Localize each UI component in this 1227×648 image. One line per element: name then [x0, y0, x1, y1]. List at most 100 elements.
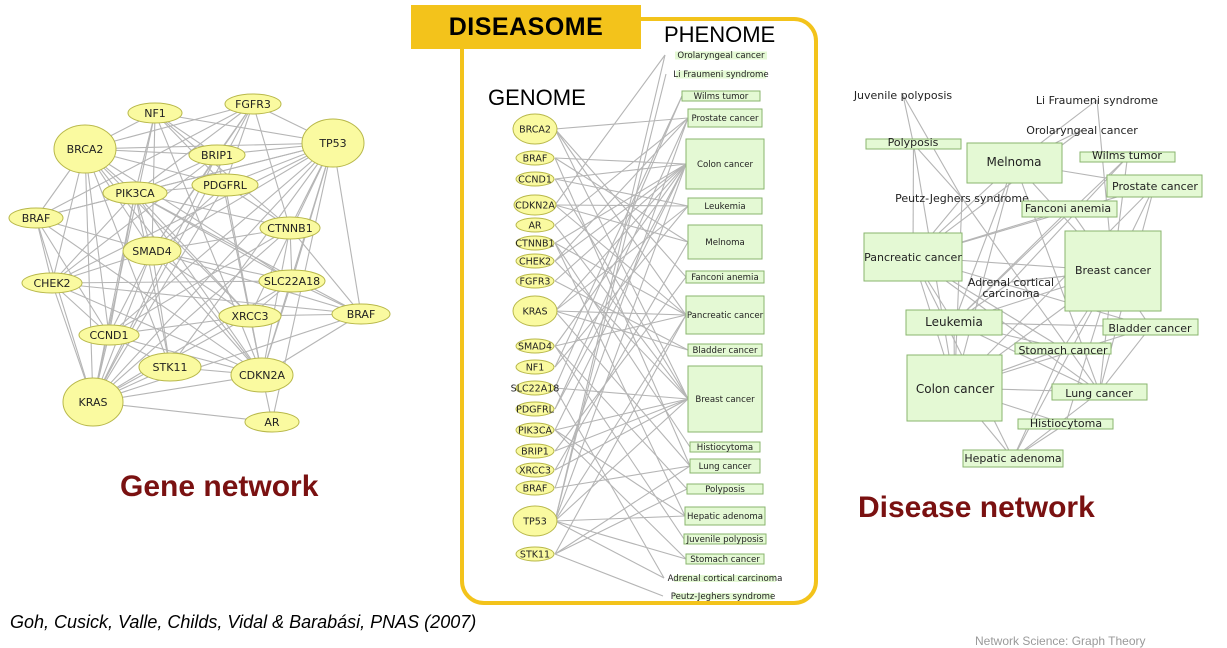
disease-node-peutz: Peutz-Jeghers syndrome	[895, 192, 1029, 205]
gene-edge	[151, 154, 218, 252]
bipartite-edge	[554, 520, 665, 579]
phenome-node-histiocytoma: Histiocytoma	[689, 441, 761, 453]
gene-node-ctnnb1: CTNNB1	[259, 216, 321, 240]
gene-edge	[151, 112, 156, 252]
footer-text: Network Science: Graph Theory	[975, 634, 1146, 648]
phenome-node-label: Prostate cancer	[691, 114, 759, 124]
disease-node-histiocytoma: Histiocytoma	[1017, 417, 1114, 430]
disease-edge	[953, 208, 1070, 323]
bipartite-edge	[554, 242, 691, 448]
gene-node-pik3ca: PIK3CA	[102, 181, 168, 205]
phenome-node-lung: Lung cancer	[689, 458, 761, 474]
bipartite-edge	[554, 163, 687, 262]
genome-node-braf2: BRAF	[515, 480, 555, 496]
disease-node-label: Histiocytoma	[1030, 417, 1102, 430]
genome-node-ctnnb1: CTNNB1	[515, 235, 555, 251]
disease-node-label: Orolaryngeal cancer	[1026, 124, 1138, 137]
genome-node-pik3ca: PIK3CA	[515, 422, 555, 438]
bipartite-edge	[554, 163, 687, 431]
genome-title: GENOME	[488, 85, 586, 110]
bipartite-edge	[554, 280, 689, 351]
genome-node-label: CDKN2A	[515, 201, 555, 212]
gene-edge	[151, 250, 171, 368]
genome-node-label: BRIP1	[521, 447, 549, 458]
bipartite-edge	[554, 276, 687, 452]
phenome-node-leukemia: Leukemia	[687, 197, 763, 215]
genome-node-label: SLC22A18	[511, 384, 560, 395]
bipartite-edge	[554, 95, 683, 368]
genome-node-label: AR	[528, 221, 541, 232]
gene-node-braf1: BRAF	[8, 207, 64, 229]
phenome-node-label: Stomach cancer	[690, 555, 760, 565]
gene-node-label: XRCC3	[232, 310, 269, 323]
disease-node-bladder: Bladder cancer	[1102, 318, 1199, 336]
gene-edge	[92, 192, 136, 403]
bipartite-edge	[554, 54, 666, 522]
genome-node-fgfr3: FGFR3	[515, 273, 555, 289]
gene-node-label: BRIP1	[201, 149, 233, 162]
phenome-node-label: Wilms tumor	[694, 92, 749, 102]
gene-edge	[92, 154, 218, 403]
gene-node-label: CCND1	[89, 329, 128, 342]
bipartite-edge	[554, 488, 688, 555]
disease-edge	[953, 156, 1128, 323]
gene-node-label: PIK3CA	[115, 187, 155, 200]
bipartite-edge	[554, 553, 664, 597]
gene-node-label: CDKN2A	[239, 369, 286, 382]
bipartite-edge	[554, 178, 689, 400]
phenome-node-wilms: Wilms tumor	[681, 90, 761, 102]
bipartite-edge	[554, 398, 689, 522]
genome-node-label: BRAF	[523, 484, 548, 495]
gene-edge	[134, 103, 254, 194]
bipartite-edge	[554, 163, 687, 522]
citation: Goh, Cusick, Valle, Childs, Vidal & Bara…	[10, 612, 477, 632]
gene-edge	[224, 103, 254, 186]
gene-edge	[84, 148, 94, 403]
bipartite-edge	[554, 157, 691, 467]
bipartite-edge	[554, 157, 687, 165]
disease-network-title: Disease network	[858, 491, 1095, 524]
disease-node-label: Lung cancer	[1065, 387, 1133, 400]
phenome-node-orolaryngeal: Orolaryngeal cancer	[675, 51, 767, 61]
disease-edge	[1012, 348, 1064, 459]
disease-node-orolaryngeal: Orolaryngeal cancer	[1026, 124, 1138, 137]
gene-node-tp53: TP53	[301, 118, 365, 168]
genome-node-label: BRCA2	[519, 125, 551, 136]
diseasome-title: DISEASOME	[411, 5, 641, 49]
bipartite-edge	[554, 117, 689, 410]
disease-edge	[961, 197, 1100, 393]
disease-node-polyposis: Polyposis	[865, 136, 962, 150]
gene-node-cdkn2a: CDKN2A	[230, 357, 294, 393]
phenome-node-label: Hepatic adenoma	[687, 512, 763, 522]
phenome-node-stomach: Stomach cancer	[685, 553, 765, 565]
disease-node-label: Li Fraumeni syndrome	[1036, 94, 1158, 107]
bipartite-edge	[554, 163, 687, 244]
phenome-node-label: Li Fraumeni syndrome	[673, 70, 768, 80]
bipartite-edge	[554, 54, 666, 206]
bipartite-edge	[554, 515, 686, 522]
gene-edge	[51, 192, 136, 284]
bipartite-edge	[554, 314, 687, 555]
bipartite-edge	[554, 205, 689, 312]
disease-edge	[1099, 326, 1151, 393]
phenome-node-label: Orolaryngeal cancer	[677, 51, 765, 61]
bipartite-edge	[554, 242, 687, 316]
disease-node-label: Polyposis	[888, 136, 939, 149]
gene-node-label: PDGFRL	[203, 179, 248, 192]
bipartite-edge	[554, 465, 691, 555]
gene-edge	[134, 192, 263, 376]
bipartite-edge	[554, 157, 689, 243]
gene-node-label: KRAS	[79, 396, 108, 409]
genome-node-cdkn2a: CDKN2A	[513, 194, 557, 216]
genome-node-slc22a18: SLC22A18	[511, 380, 560, 396]
bipartite-edge	[554, 204, 687, 316]
gene-edge	[92, 142, 334, 403]
genome-node-brip1: BRIP1	[515, 443, 555, 459]
disease-node-label: Juvenile polyposis	[853, 89, 953, 102]
phenome-node-prostate: Prostate cancer	[687, 108, 763, 128]
gene-node-xrcc3: XRCC3	[218, 304, 282, 328]
gene-node-fgfr3: FGFR3	[224, 93, 282, 115]
gene-node-label: SMAD4	[132, 245, 171, 258]
